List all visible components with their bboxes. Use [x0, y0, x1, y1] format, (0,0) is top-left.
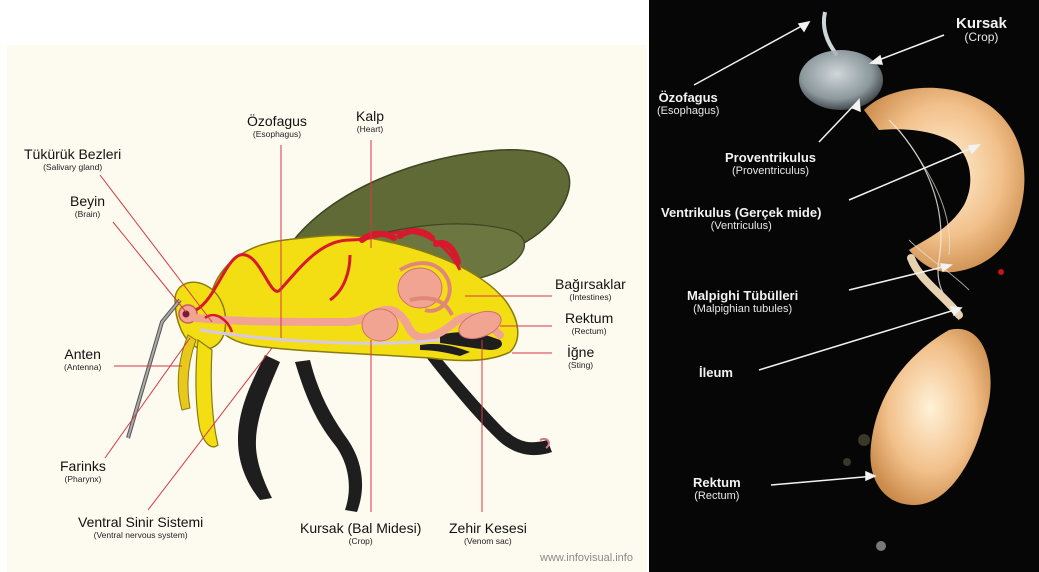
pointer-line-brain — [113, 222, 186, 312]
photo-speckle — [876, 541, 886, 551]
photo-label-rectum: Rektum (Rectum) — [693, 475, 741, 503]
label-nervous-tr: Ventral Sinir Sistemi — [78, 514, 203, 530]
photo-label-rectum-tr: Rektum — [693, 475, 741, 490]
label-crop-tr: Kursak (Bal Midesi) — [300, 520, 421, 536]
label-crop: Kursak (Bal Midesi) (Crop) — [300, 520, 421, 547]
photo-label-crop: Kursak (Crop) — [956, 16, 1007, 44]
bee-proboscis — [178, 335, 196, 410]
photo-red-speck — [998, 269, 1004, 275]
label-sting-tr: İğne — [567, 344, 594, 360]
label-nervous: Ventral Sinir Sistemi (Ventral nervous s… — [78, 514, 203, 541]
label-venom: Zehir Kesesi (Venom sac) — [449, 520, 527, 547]
bee-mouthparts — [196, 340, 218, 447]
photo-label-malpighi-en: (Malpighian tubules) — [687, 303, 798, 316]
label-heart-en: (Heart) — [356, 124, 384, 135]
pointer-line-pharynx — [105, 338, 190, 458]
label-antenna-en: (Antenna) — [64, 362, 101, 373]
label-salivary-en: (Salivary gland) — [24, 162, 121, 173]
photo-label-ventriculus-en: (Ventriculus) — [661, 220, 821, 233]
photo-label-proventriculus-en: (Proventriculus) — [725, 165, 816, 178]
arrow-crop — [871, 35, 944, 63]
label-antenna: Anten (Antenna) — [64, 346, 101, 373]
photo-label-ventriculus: Ventrikulus (Gerçek mide) (Ventriculus) — [661, 205, 821, 233]
label-brain-tr: Beyin — [70, 193, 105, 209]
label-venom-en: (Venom sac) — [449, 536, 527, 547]
label-salivary-tr: Tükürük Bezleri — [24, 146, 121, 162]
bee-anatomy-illustration — [0, 0, 648, 572]
photo-label-crop-tr: Kursak — [956, 16, 1007, 31]
label-crop-en: (Crop) — [300, 536, 421, 547]
photo-label-esophagus-en: (Esophagus) — [657, 105, 719, 118]
label-pharynx-en: (Pharynx) — [60, 474, 106, 485]
arrow-esophagus — [694, 22, 809, 85]
pointer-line-salivary — [100, 175, 212, 322]
label-nervous-en: (Ventral nervous system) — [78, 530, 203, 541]
label-intestines-tr: Bağırsaklar — [555, 276, 626, 292]
photo-label-ileum: İleum — [699, 365, 733, 380]
arrowhead-esophagus — [799, 22, 809, 31]
label-salivary: Tükürük Bezleri (Salivary gland) — [24, 146, 121, 173]
label-antenna-tr: Anten — [64, 346, 101, 362]
photo-speckle — [843, 458, 851, 466]
crop-organ — [362, 309, 398, 341]
label-esophagus-tr: Özofagus — [247, 113, 307, 129]
label-sting-en: (Sting) — [567, 360, 594, 371]
label-intestines-en: (Intestines) — [555, 292, 626, 303]
label-heart: Kalp (Heart) — [356, 108, 384, 135]
photo-ventriculus — [864, 88, 1024, 272]
label-pharynx-tr: Farinks — [60, 458, 106, 474]
photo-label-ventriculus-tr: Ventrikulus (Gerçek mide) — [661, 205, 821, 220]
bee-leg-front — [238, 355, 280, 500]
bee-gut-photo-panel: Kursak (Crop) Özofagus (Esophagus) Prove… — [649, 0, 1039, 572]
photo-esophagus — [824, 12, 837, 55]
label-rectum: Rektum (Rectum) — [565, 310, 613, 337]
photo-malpighi-tubules — [889, 120, 959, 320]
label-heart-tr: Kalp — [356, 108, 384, 124]
label-pharynx: Farinks (Pharynx) — [60, 458, 106, 485]
label-rectum-tr: Rektum — [565, 310, 613, 326]
arrow-rectum — [771, 476, 875, 485]
label-esophagus-en: (Esophagus) — [247, 129, 307, 140]
photo-label-malpighi-tr: Malpighi Tübülleri — [687, 288, 798, 303]
label-brain: Beyin (Brain) — [70, 193, 105, 220]
photo-speckle — [858, 434, 870, 446]
watermark: www.infovisual.info — [540, 552, 633, 564]
photo-label-malpighi: Malpighi Tübülleri (Malpighian tubules) — [687, 288, 798, 316]
label-intestines: Bağırsaklar (Intestines) — [555, 276, 626, 303]
bee-anatomy-diagram-panel: Özofagus (Esophagus) Kalp (Heart) Tükürü… — [0, 0, 648, 572]
photo-crop — [799, 50, 883, 110]
photo-label-rectum-en: (Rectum) — [693, 490, 741, 503]
label-brain-en: (Brain) — [70, 209, 105, 220]
label-rectum-en: (Rectum) — [565, 326, 613, 337]
label-sting: İğne (Sting) — [567, 344, 594, 371]
label-esophagus: Özofagus (Esophagus) — [247, 113, 307, 140]
photo-rectum — [870, 329, 990, 505]
photo-label-ileum-tr: İleum — [699, 365, 733, 380]
bee-leg-middle — [295, 360, 362, 512]
arrowhead-crop — [871, 56, 882, 64]
photo-label-proventriculus: Proventrikulus (Proventriculus) — [725, 150, 816, 178]
bee-leg-hind — [422, 345, 552, 455]
photo-label-proventriculus-tr: Proventrikulus — [725, 150, 816, 165]
photo-label-esophagus: Özofagus (Esophagus) — [657, 90, 719, 118]
photo-label-esophagus-tr: Özofagus — [657, 90, 719, 105]
label-venom-tr: Zehir Kesesi — [449, 520, 527, 536]
bee-antenna — [128, 300, 180, 438]
arrow-ventriculus — [849, 145, 979, 200]
ventriculus-organ — [398, 268, 442, 308]
photo-label-crop-en: (Crop) — [956, 31, 1007, 44]
